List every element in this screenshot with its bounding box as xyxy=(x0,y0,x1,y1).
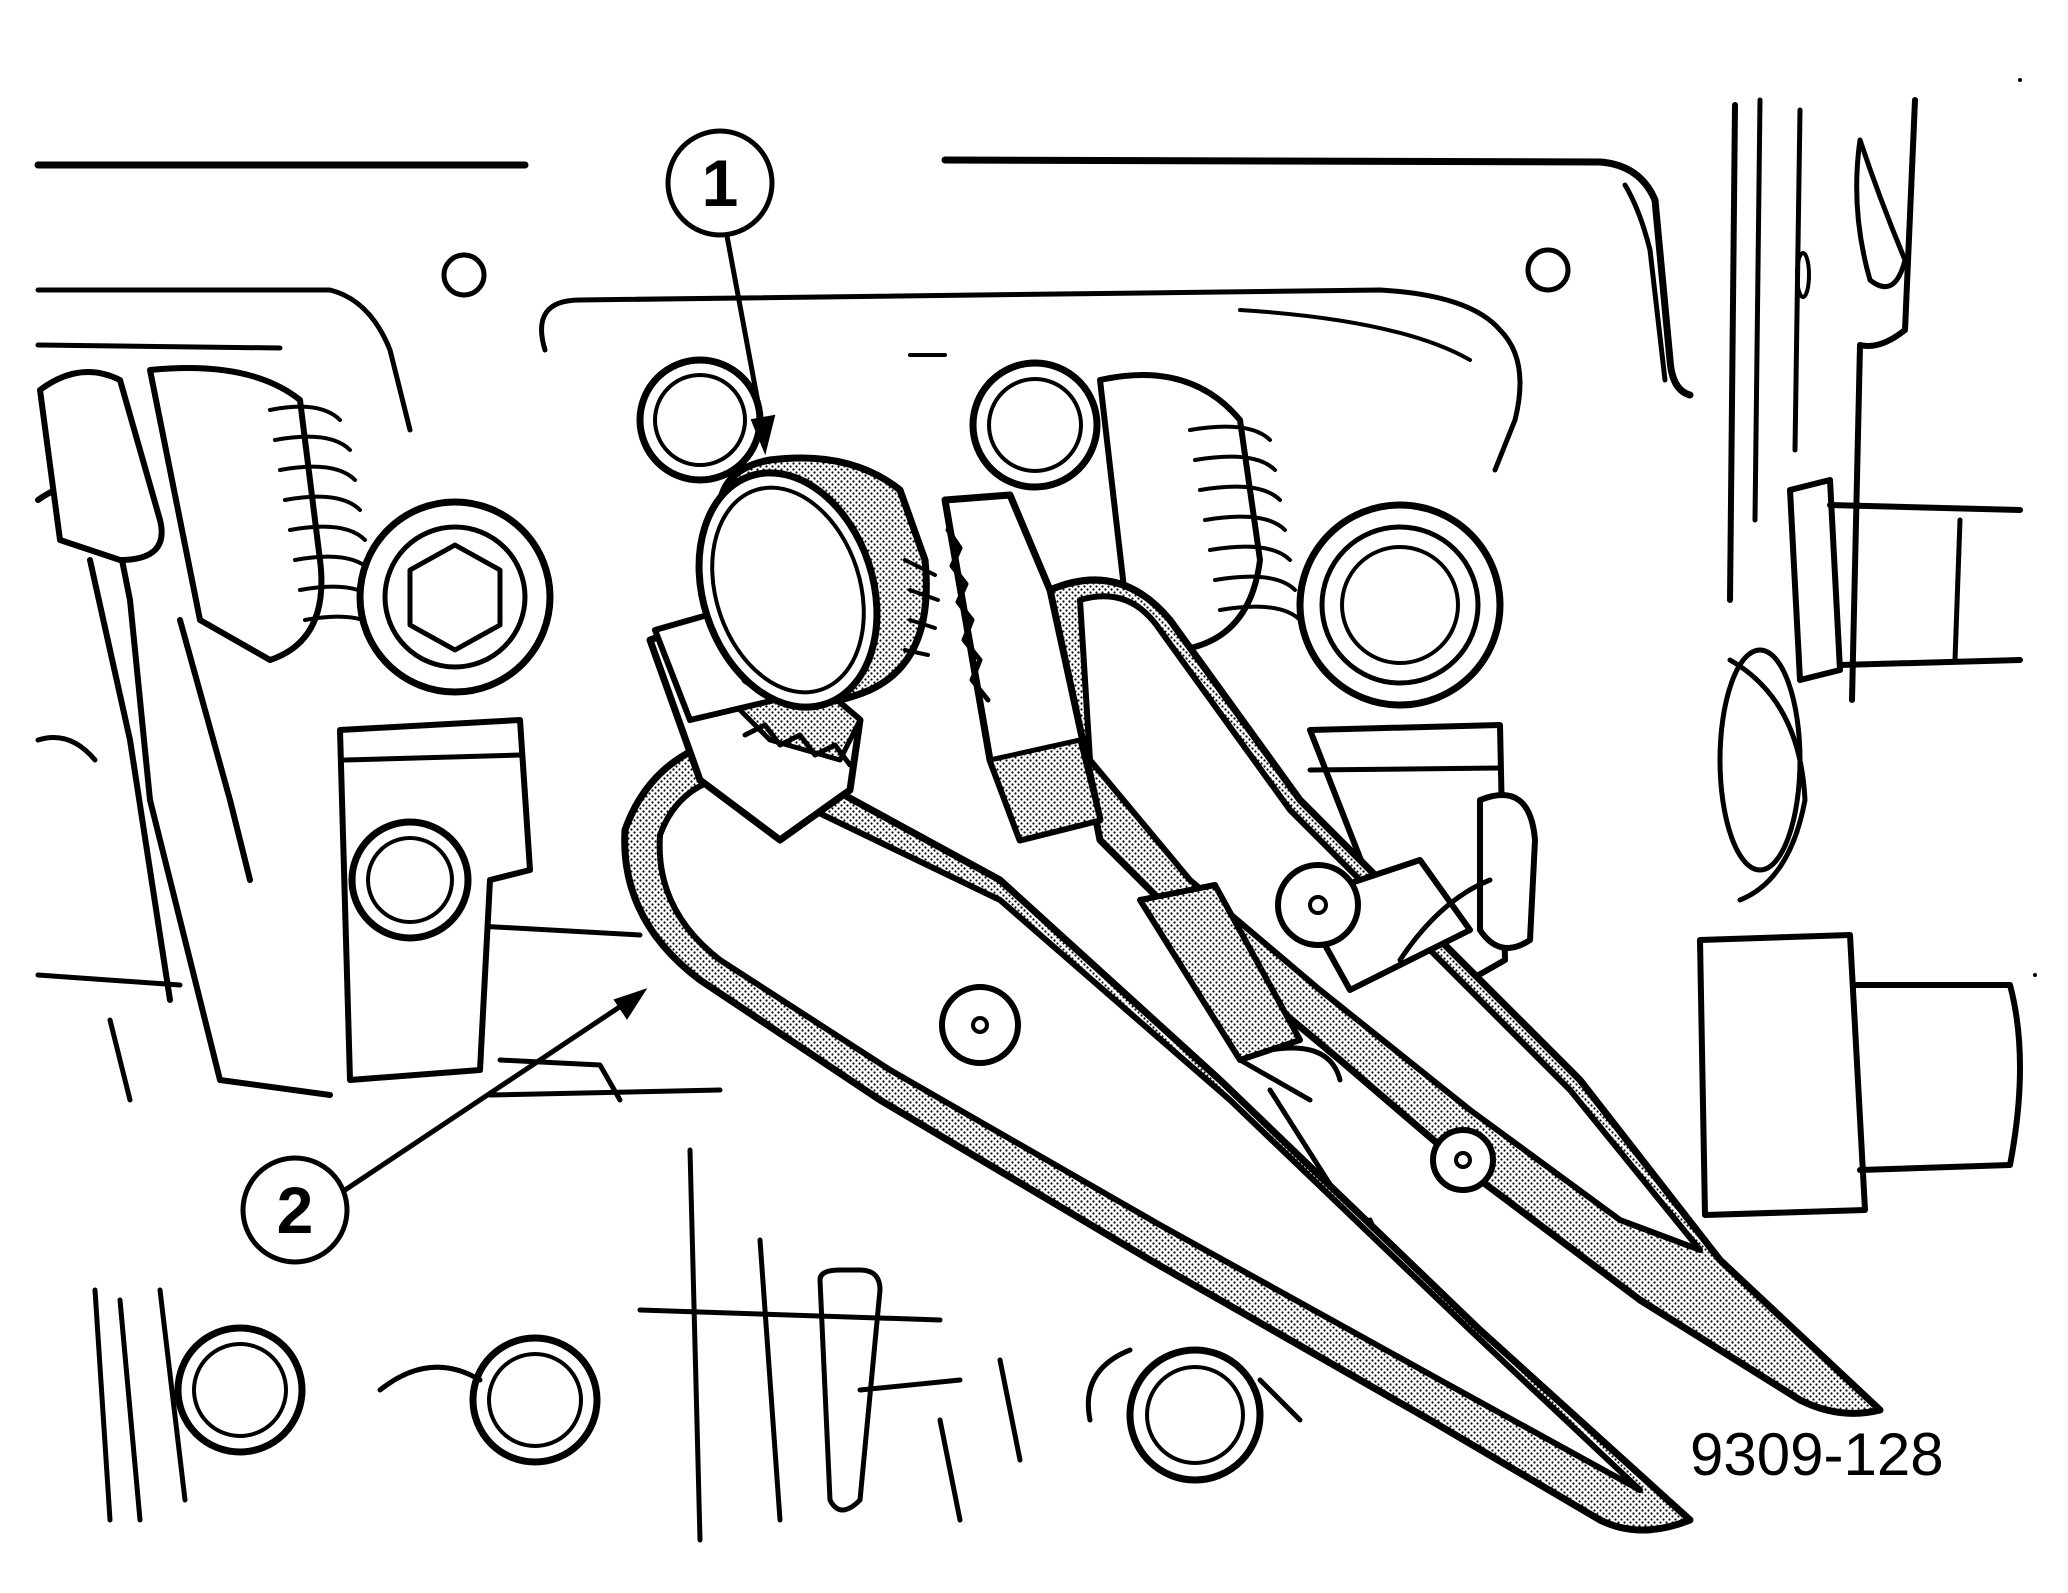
callout-2-label: 2 xyxy=(277,1173,314,1247)
locking-pliers xyxy=(621,491,1884,1534)
lower-left-bolt-1 xyxy=(174,1324,306,1456)
figure-code: 9309-128 xyxy=(1690,1421,1944,1488)
lower-left-bolt-2 xyxy=(377,1334,601,1466)
left-lower-bolt xyxy=(348,818,472,942)
valve-body-casting xyxy=(34,97,1918,1543)
upper-left-bolt xyxy=(356,498,554,696)
callout-2: 2 xyxy=(240,988,648,1265)
right-upper-shaft xyxy=(1787,477,2023,683)
left-accumulator-spring xyxy=(37,365,382,1003)
center-right-bolt-upper xyxy=(969,359,1101,491)
gripped-fitting xyxy=(695,454,940,711)
lower-right-bolt xyxy=(1085,1346,1264,1484)
right-accumulator-spring xyxy=(1097,372,1302,653)
upper-right-bolt xyxy=(1296,501,1504,709)
right-lower-shaft xyxy=(1697,647,2023,1218)
center-bolt-upper xyxy=(636,356,764,484)
callout-1: 1 xyxy=(665,128,776,456)
callout-1-label: 1 xyxy=(702,146,739,220)
